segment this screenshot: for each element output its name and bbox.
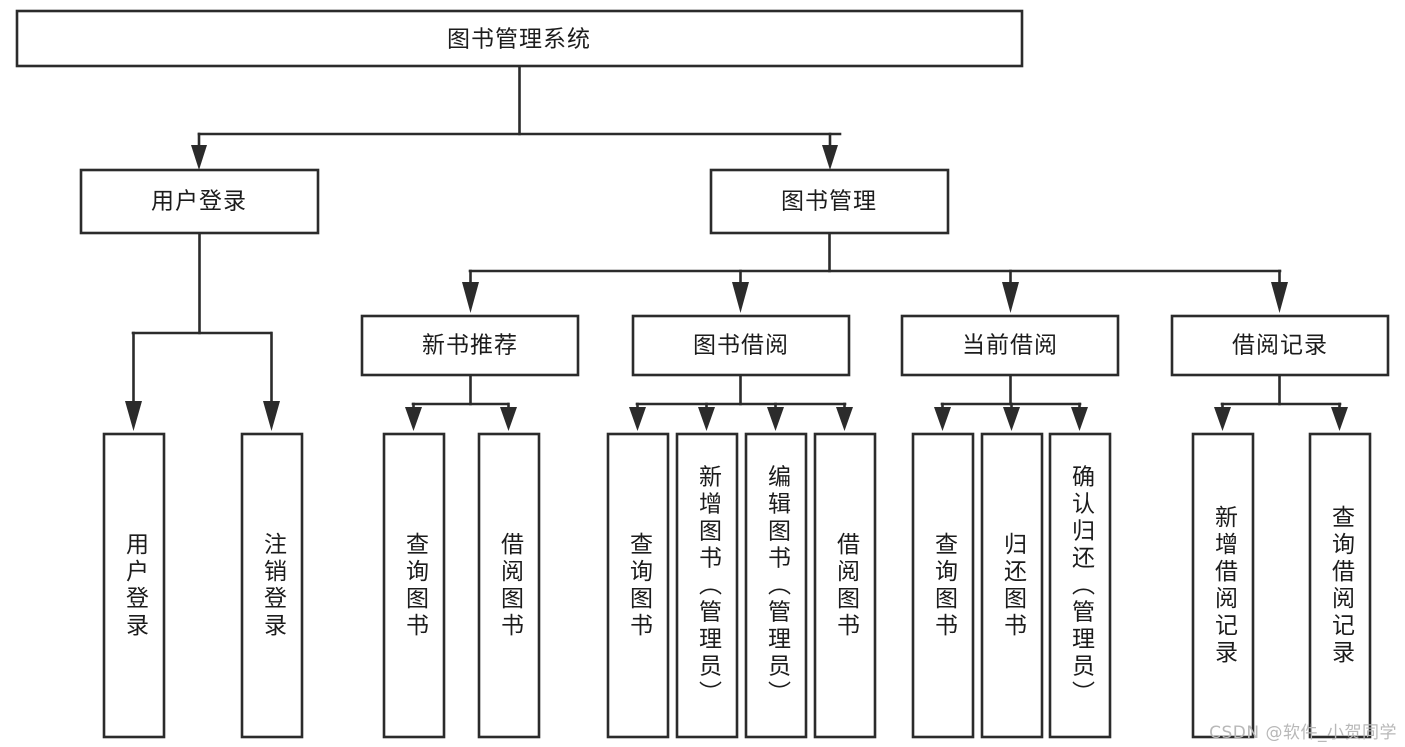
node-leaf-user-login[interactable]: 用户登录 [102, 432, 166, 739]
node-borrow-record[interactable]: 借阅记录 [1170, 314, 1390, 377]
node-leaf-query-book-1[interactable]: 查询图书 [382, 432, 446, 739]
arrow-head-book-manage [822, 145, 838, 170]
node-new-book-rec-label: 新书推荐 [422, 333, 518, 359]
node-user-login-label: 用户登录 [151, 189, 247, 215]
node-leaf-query-book-3-label: 查询图书 [931, 532, 959, 640]
node-leaf-borrow-book-1-box[interactable] [477, 432, 541, 739]
node-leaf-query-book-2[interactable]: 查询图书 [606, 432, 670, 739]
node-leaf-query-record-label: 查询借阅记录 [1328, 505, 1356, 667]
node-leaf-query-record[interactable]: 查询借阅记录 [1308, 432, 1372, 739]
node-leaf-borrow-book-2-label: 借阅图书 [833, 532, 861, 640]
arrow-head-leaf-add-book [698, 407, 715, 431]
arrow-head-leaf-query-book-1 [405, 407, 422, 431]
node-leaf-add-record-box[interactable] [1191, 432, 1255, 739]
node-leaf-query-book-1-label: 查询图书 [402, 532, 430, 640]
node-new-book-rec[interactable]: 新书推荐 [360, 314, 580, 377]
node-leaf-edit-book-box[interactable] [744, 432, 808, 739]
node-leaf-query-book-2-label: 查询图书 [626, 532, 654, 640]
node-leaf-query-book-3[interactable]: 查询图书 [911, 432, 975, 739]
node-user-login[interactable]: 用户登录 [79, 168, 320, 235]
node-leaf-return-book-box[interactable] [980, 432, 1044, 739]
node-new-book-rec-box[interactable] [360, 314, 580, 377]
node-root[interactable]: 图书管理系统 [15, 9, 1024, 68]
node-book-borrow[interactable]: 图书借阅 [631, 314, 851, 377]
arrow-head-current-borrow [1002, 282, 1019, 313]
node-leaf-add-record-label: 新增借阅记录 [1211, 505, 1239, 667]
node-leaf-borrow-book-2-box[interactable] [813, 432, 877, 739]
node-leaf-confirm-return[interactable]: 确认归还（管理员） [1048, 432, 1112, 739]
node-book-manage-label: 图书管理 [781, 189, 877, 215]
arrow-head-book-borrow [732, 282, 749, 313]
arrow-head-leaf-edit-book [767, 407, 784, 431]
node-borrow-record-box[interactable] [1170, 314, 1390, 377]
node-leaf-add-book-box[interactable] [675, 432, 739, 739]
node-leaf-query-book-1-box[interactable] [382, 432, 446, 739]
node-leaf-return-book-label: 归还图书 [1000, 532, 1028, 640]
node-book-manage-box[interactable] [709, 168, 950, 235]
node-current-borrow[interactable]: 当前借阅 [900, 314, 1120, 377]
node-borrow-record-label: 借阅记录 [1232, 333, 1328, 359]
node-book-borrow-label: 图书借阅 [693, 333, 789, 359]
arrow-head-leaf-return-book [1003, 407, 1020, 431]
arrow-head-user-login [191, 145, 207, 170]
node-leaf-add-book-label: 新增图书（管理员） [695, 465, 723, 708]
node-leaf-query-record-box[interactable] [1308, 432, 1372, 739]
node-root-box[interactable] [15, 9, 1024, 68]
arrow-head-leaf-user-logout [263, 401, 280, 431]
arrow-head-leaf-query-record [1331, 407, 1348, 431]
node-leaf-query-book-2-box[interactable] [606, 432, 670, 739]
arrow-head-leaf-add-record [1214, 407, 1231, 431]
arrow-head-leaf-query-book-2 [629, 407, 646, 431]
arrow-head-leaf-borrow-book-1 [500, 407, 517, 431]
arrow-head-borrow-record [1271, 282, 1288, 313]
node-current-borrow-label: 当前借阅 [962, 333, 1058, 359]
node-leaf-user-logout-label: 注销登录 [260, 532, 288, 640]
node-leaf-return-book[interactable]: 归还图书 [980, 432, 1044, 739]
arrow-head-leaf-borrow-book-2 [836, 407, 853, 431]
node-leaf-edit-book-label: 编辑图书（管理员） [764, 465, 792, 708]
arrow-head-new-book-rec [462, 282, 479, 313]
node-leaf-borrow-book-2[interactable]: 借阅图书 [813, 432, 877, 739]
node-root-label: 图书管理系统 [447, 27, 591, 53]
node-leaf-edit-book[interactable]: 编辑图书（管理员） [744, 432, 808, 739]
node-leaf-user-logout[interactable]: 注销登录 [240, 432, 304, 739]
arrow-head-leaf-user-login [125, 401, 142, 431]
node-leaf-user-logout-box[interactable] [240, 432, 304, 739]
node-leaf-query-book-3-box[interactable] [911, 432, 975, 739]
node-leaf-add-record[interactable]: 新增借阅记录 [1191, 432, 1255, 739]
node-leaf-add-book[interactable]: 新增图书（管理员） [675, 432, 739, 739]
node-leaf-user-login-box[interactable] [102, 432, 166, 739]
arrow-head-leaf-confirm-return [1071, 407, 1088, 431]
edge-group [125, 64, 1348, 431]
node-leaf-user-login-label: 用户登录 [122, 532, 150, 640]
node-book-borrow-box[interactable] [631, 314, 851, 377]
csdn-watermark: CSDN @软件_小贺同学 [1209, 723, 1397, 743]
arrow-head-leaf-query-book-3 [934, 407, 951, 431]
node-current-borrow-box[interactable] [900, 314, 1120, 377]
node-user-login-box[interactable] [79, 168, 320, 235]
node-leaf-confirm-return-box[interactable] [1048, 432, 1112, 739]
node-leaf-borrow-book-1-label: 借阅图书 [497, 532, 525, 640]
node-leaf-borrow-book-1[interactable]: 借阅图书 [477, 432, 541, 739]
node-book-manage[interactable]: 图书管理 [709, 168, 950, 235]
node-leaf-confirm-return-label: 确认归还（管理员） [1068, 465, 1096, 708]
